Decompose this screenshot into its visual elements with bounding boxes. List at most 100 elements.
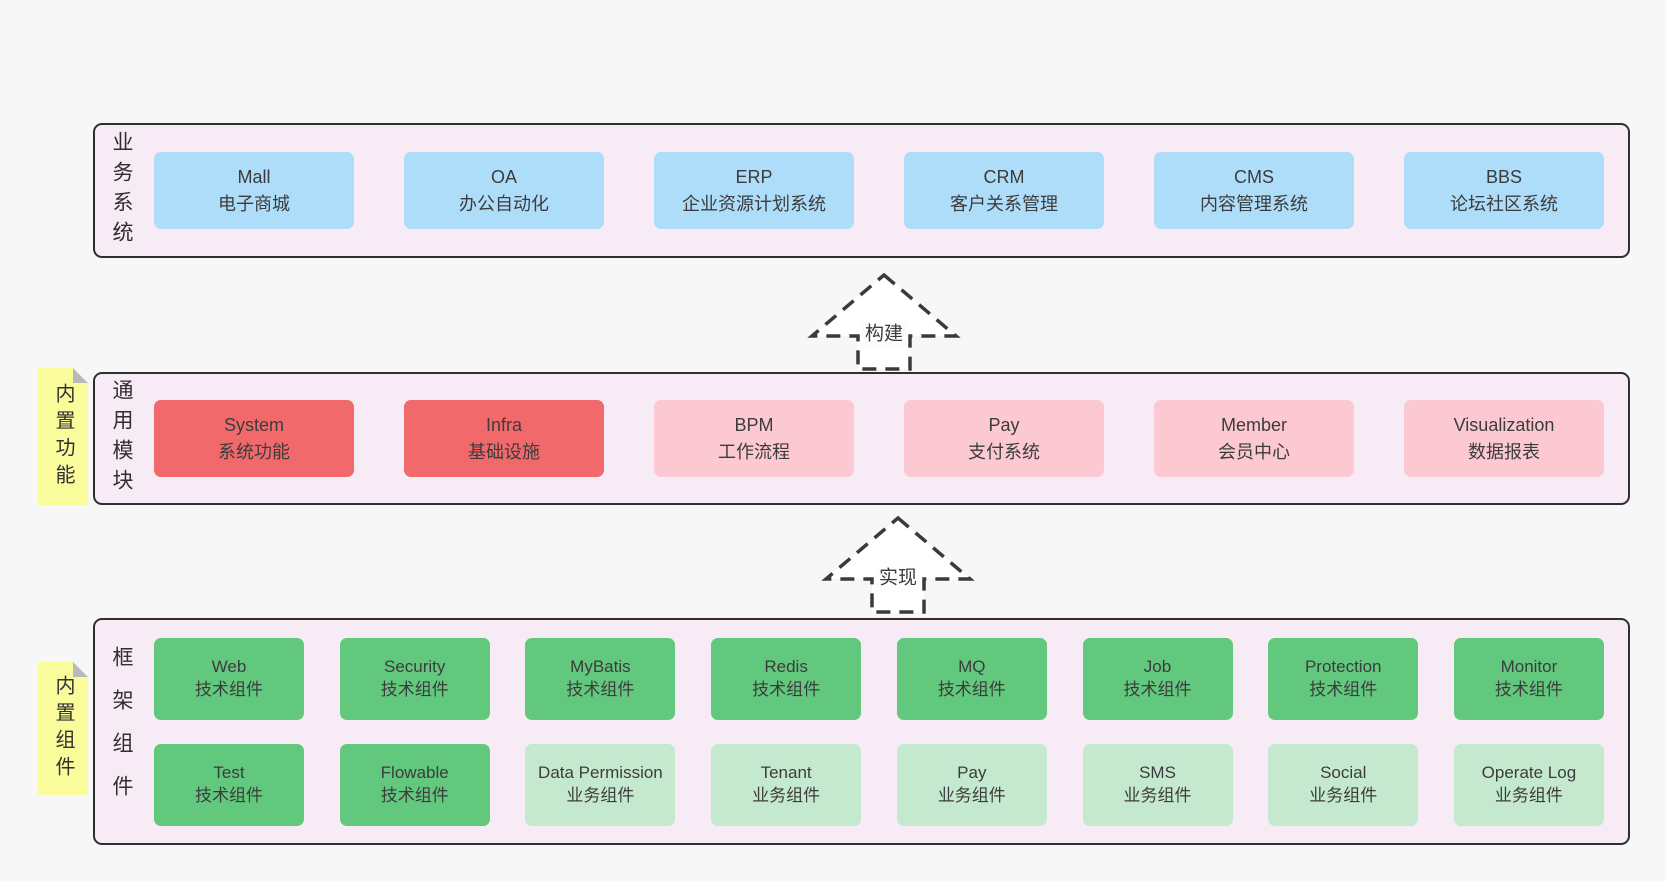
box-name: OA <box>490 167 517 188</box>
layer-common-modules: 通用模块 System 系统功能 Infra 基础设施 BPM 工作流程 Pay… <box>93 372 1630 505</box>
sticky-note-builtin-components: 内置组件 <box>38 662 88 795</box>
box-desc: 技术组件 <box>1494 679 1563 699</box>
box-desc: 会员中心 <box>1218 441 1290 462</box>
box-name: Member <box>1220 415 1287 436</box>
layer-framework-components: 框架组件 Web 技术组件 Security 技术组件 MyBatis 技术组件… <box>93 618 1630 845</box>
fold-corner-icon <box>73 368 88 383</box>
box-name: Pay <box>957 762 987 782</box>
component-box: Pay 业务组件 <box>896 743 1047 826</box>
box-desc: 系统功能 <box>218 441 290 462</box>
arrow-implement: 实现 <box>820 512 976 616</box>
box-name: Visualization <box>1453 415 1555 436</box>
box-name: Job <box>1143 656 1172 676</box>
box-desc: 工作流程 <box>718 441 790 462</box>
box-name: CRM <box>983 167 1025 188</box>
component-box: Job 技术组件 <box>1082 637 1233 720</box>
component-box: BBS 论坛社区系统 <box>1404 152 1604 229</box>
box-name: BPM <box>734 415 774 436</box>
box-desc: 数据报表 <box>1468 441 1540 462</box>
component-box: CMS 内容管理系统 <box>1154 152 1354 229</box>
box-desc: 业务组件 <box>1123 785 1192 805</box>
box-name: Data Permission <box>538 762 663 782</box>
component-row-2: Test 技术组件 Flowable 技术组件 Data Permission … <box>154 743 1604 826</box>
component-box: MyBatis 技术组件 <box>525 637 676 720</box>
box-desc: 业务组件 <box>752 785 821 805</box>
component-box: Protection 技术组件 <box>1268 637 1419 720</box>
box-desc: 技术组件 <box>195 785 263 805</box>
component-rows: Web 技术组件 Security 技术组件 MyBatis 技术组件 Redi… <box>154 637 1628 826</box>
box-desc: 技术组件 <box>1123 679 1192 699</box>
box-name: Operate Log <box>1481 762 1577 782</box>
component-box: Infra 基础设施 <box>404 400 604 477</box>
component-box: System 系统功能 <box>154 400 354 477</box>
arrow-implement-label: 实现 <box>874 565 922 592</box>
box-name: Redis <box>764 656 808 676</box>
box-name: Flowable <box>380 762 449 782</box>
box-name: Web <box>211 656 247 676</box>
box-desc: 技术组件 <box>566 679 635 699</box>
box-desc: 技术组件 <box>195 679 263 699</box>
component-box: Pay 支付系统 <box>904 400 1104 477</box>
component-box: Redis 技术组件 <box>711 637 862 720</box>
component-box: Security 技术组件 <box>339 637 490 720</box>
component-box: Web 技术组件 <box>154 637 304 720</box>
box-desc: 技术组件 <box>380 785 449 805</box>
box-name: ERP <box>735 167 773 188</box>
box-desc: 办公自动化 <box>459 193 549 214</box>
component-row-1: Web 技术组件 Security 技术组件 MyBatis 技术组件 Redi… <box>154 637 1604 720</box>
box-name: Pay <box>988 415 1020 436</box>
box-name: Security <box>383 656 446 676</box>
box-name: Social <box>1320 762 1367 782</box>
component-box: Tenant 业务组件 <box>711 743 862 826</box>
box-desc: 业务组件 <box>1309 785 1378 805</box>
box-desc: 论坛社区系统 <box>1450 193 1558 214</box>
module-boxes: System 系统功能 Infra 基础设施 BPM 工作流程 Pay 支付系统… <box>154 400 1628 477</box>
component-box: Visualization 数据报表 <box>1404 400 1604 477</box>
box-desc: 技术组件 <box>937 679 1006 699</box>
component-box: Flowable 技术组件 <box>339 743 490 826</box>
component-box: BPM 工作流程 <box>654 400 854 477</box>
component-box: OA 办公自动化 <box>404 152 604 229</box>
box-name: Monitor <box>1500 656 1558 676</box>
up-arrow-icon <box>821 515 975 614</box>
box-desc: 企业资源计划系统 <box>682 193 826 214</box>
business-boxes: Mall 电子商城 OA 办公自动化 ERP 企业资源计划系统 CRM 客户关系… <box>154 152 1628 229</box>
component-box: ERP 企业资源计划系统 <box>654 152 854 229</box>
fold-corner-icon <box>73 662 88 677</box>
box-desc: 电子商城 <box>218 193 290 214</box>
box-desc: 内容管理系统 <box>1200 193 1308 214</box>
arrow-build-label: 构建 <box>860 321 908 349</box>
box-desc: 基础设施 <box>468 441 540 462</box>
box-desc: 业务组件 <box>937 785 1006 805</box>
box-name: Infra <box>485 415 523 436</box>
box-desc: 业务组件 <box>1494 785 1563 805</box>
component-box: Social 业务组件 <box>1268 743 1419 826</box>
box-name: MQ <box>958 656 986 676</box>
layer-modules-label: 通用模块 <box>110 378 133 499</box>
box-name: Tenant <box>760 762 812 782</box>
box-name: MyBatis <box>570 656 631 676</box>
box-name: System <box>223 415 284 436</box>
layer-business-systems: 业务系统 Mall 电子商城 OA 办公自动化 ERP 企业资源计划系统 CRM… <box>93 123 1630 258</box>
layer-business-label: 业务系统 <box>110 130 133 251</box>
box-desc: 技术组件 <box>752 679 821 699</box>
sticky-note-text: 内置组件 <box>52 674 74 783</box>
box-name: BBS <box>1485 167 1523 188</box>
component-box: Mall 电子商城 <box>154 152 354 229</box>
arrow-build: 构建 <box>806 270 962 372</box>
box-name: Test <box>213 762 245 782</box>
box-name: Protection <box>1304 656 1382 676</box>
component-box: Operate Log 业务组件 <box>1453 743 1604 826</box>
component-box: CRM 客户关系管理 <box>904 152 1104 229</box>
sticky-note-text: 内置功能 <box>52 382 74 491</box>
layer-components-label: 框架组件 <box>110 645 133 818</box>
component-box: MQ 技术组件 <box>896 637 1047 720</box>
box-desc: 技术组件 <box>1309 679 1378 699</box>
component-box: Test 技术组件 <box>154 743 304 826</box>
box-name: Mall <box>237 167 271 188</box>
box-desc: 业务组件 <box>566 785 635 805</box>
sticky-note-builtin-features: 内置功能 <box>38 368 88 505</box>
component-box: Member 会员中心 <box>1154 400 1354 477</box>
box-desc: 支付系统 <box>968 441 1040 462</box>
